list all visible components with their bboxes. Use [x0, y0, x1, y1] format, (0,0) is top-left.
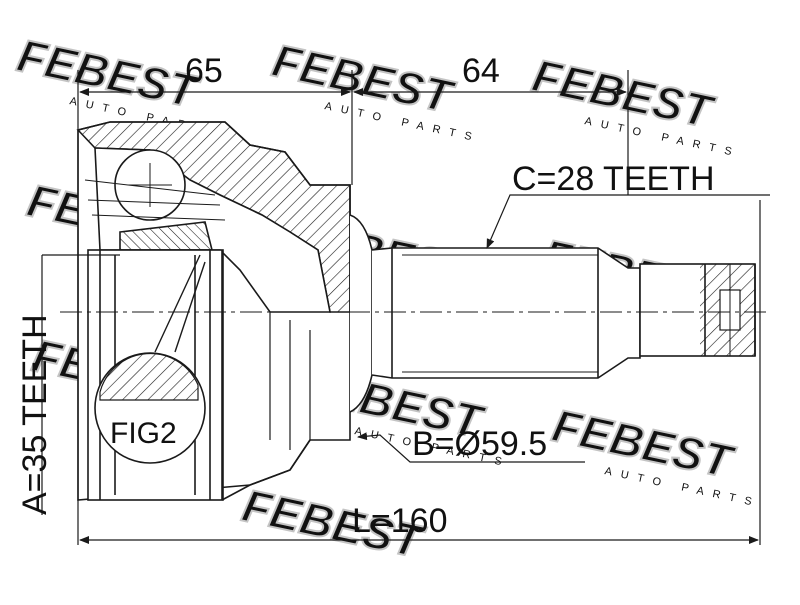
fig2-leader-2 — [174, 261, 206, 353]
cv-joint-body — [76, 121, 756, 501]
dim-label-b-dia: B=Ø59.5 — [412, 425, 547, 463]
fig2-label: FIG2 — [110, 417, 177, 450]
dimension-labels: 65 64 C=28 TEETH B=Ø59.5 L=160 A=35 TEET… — [16, 52, 715, 540]
watermark-9: FEBEST AUTO PARTS — [547, 398, 762, 510]
shaft — [371, 247, 641, 379]
dim-label-a-teeth: A=35 TEETH — [16, 314, 54, 515]
neck — [349, 214, 373, 413]
cage-lines — [84, 179, 226, 221]
dim-label-length: L=160 — [352, 502, 448, 540]
dim-label-64: 64 — [462, 52, 500, 90]
housing-lower-curve — [221, 439, 311, 501]
dimension-lines — [41, 70, 770, 545]
watermark-3: FEBEST AUTO PARTS — [527, 48, 742, 160]
c-leader — [486, 194, 770, 249]
fig2-hatch — [99, 352, 199, 401]
watermark-2: FEBEST AUTO PARTS — [267, 33, 482, 145]
b-leader — [357, 432, 585, 463]
dim-label-65: 65 — [185, 52, 223, 90]
dim-label-c-teeth: C=28 TEETH — [512, 160, 715, 198]
fig2-leader-1 — [154, 254, 201, 353]
housing-lower-lines — [269, 312, 311, 450]
